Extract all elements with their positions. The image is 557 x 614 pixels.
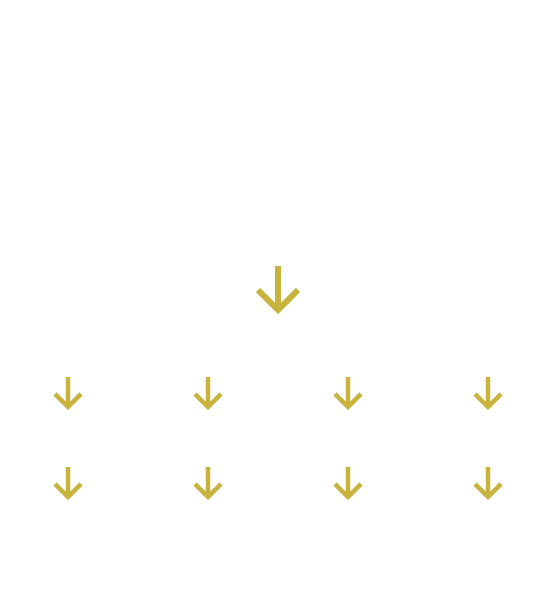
arrow-down-icon	[332, 466, 364, 502]
arrow-down-icon	[52, 376, 84, 412]
arrow-down-icon	[332, 376, 364, 412]
arrow-down-icon	[192, 376, 224, 412]
arrow-down-icon	[52, 466, 84, 502]
arrow-down-icon	[192, 466, 224, 502]
arrow-down-icon	[472, 466, 504, 502]
arrow-down-icon	[472, 376, 504, 412]
arrow-down-icon-large	[254, 264, 302, 316]
